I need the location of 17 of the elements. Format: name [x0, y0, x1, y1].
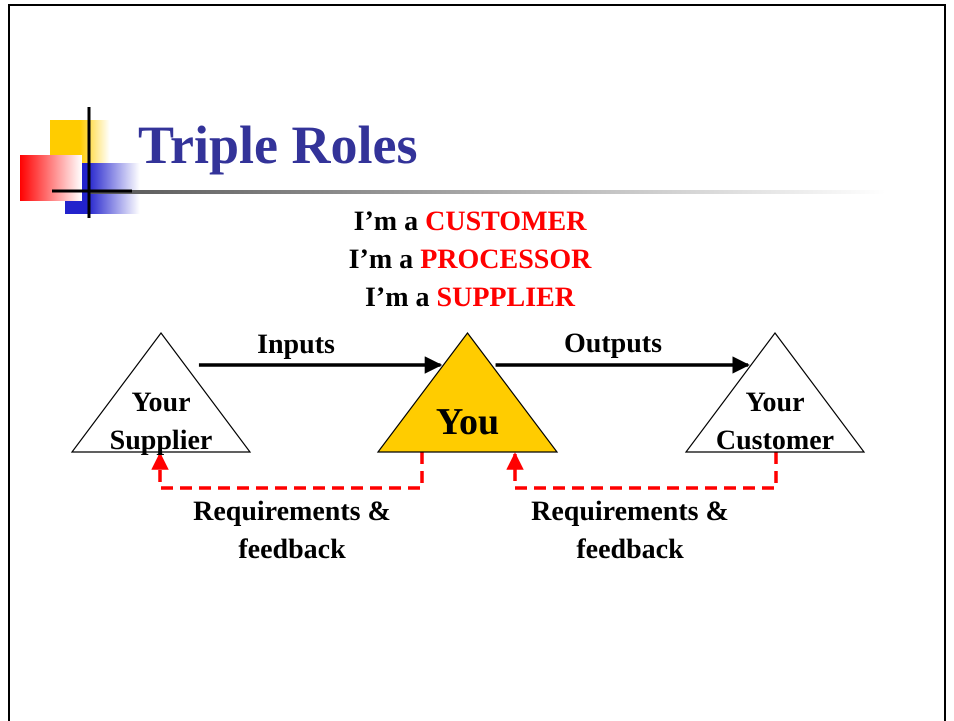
edge-label: Inputs: [256, 328, 336, 362]
triangle-node: [378, 333, 557, 452]
edge-label: Outputs: [562, 327, 664, 361]
arrow: [506, 452, 778, 490]
edge-label: Requirements & feedback: [192, 495, 392, 567]
edge-label: Requirements & feedback: [530, 495, 730, 567]
arrow: [496, 356, 750, 374]
role-statement: I’m a CUSTOMER: [352, 208, 588, 236]
node-label: You: [434, 400, 500, 445]
slide-title: Triple Roles: [138, 118, 418, 172]
role-statement: I’m a PROCESSOR: [348, 246, 593, 274]
role-statement: I’m a SUPPLIER: [364, 284, 576, 312]
arrow: [198, 356, 442, 374]
node-label: Your Customer: [714, 386, 836, 458]
triangle-node: [686, 333, 864, 452]
arrow: [151, 452, 424, 490]
node-label: Your Supplier: [108, 386, 214, 458]
